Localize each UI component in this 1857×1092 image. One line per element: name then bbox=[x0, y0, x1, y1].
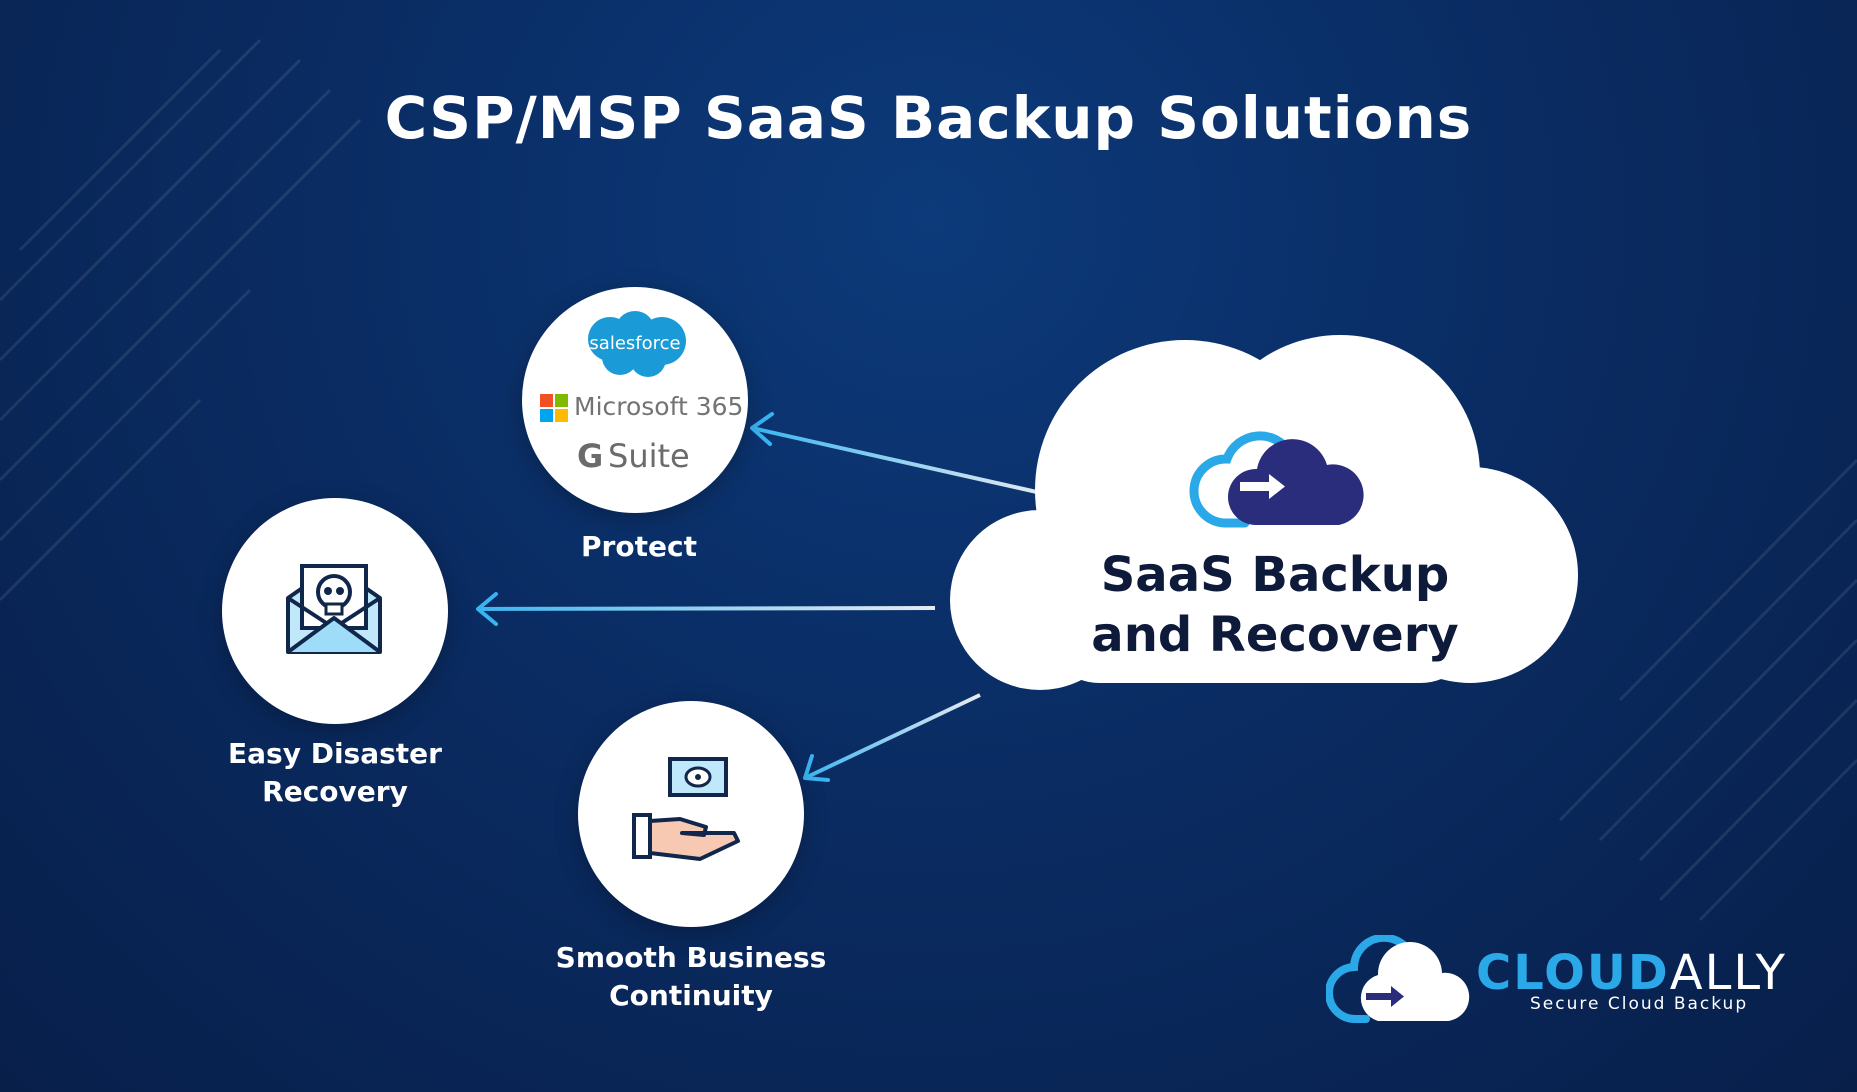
gsuite-g-icon: G bbox=[577, 437, 604, 475]
cloud-logo-icon bbox=[1326, 935, 1470, 1024]
hub-title-line1: SaaS Backup bbox=[1100, 547, 1450, 603]
hub-title-line2: and Recovery bbox=[1091, 607, 1459, 663]
page-title: CSP/MSP SaaS Backup Solutions bbox=[384, 84, 1473, 152]
brand-name-part2: ALLY bbox=[1669, 945, 1787, 1001]
microsoft-365-text: Microsoft 365 bbox=[574, 392, 744, 421]
salesforce-logo: salesforce bbox=[588, 311, 686, 377]
protect-node: salesforce Microsoft 365 G Suite bbox=[522, 287, 748, 513]
protect-label: Protect bbox=[581, 530, 697, 563]
brand-name-part1: CLOUD bbox=[1476, 945, 1670, 1001]
envelope-skull-icon bbox=[286, 564, 382, 654]
disaster-label-line2: Recovery bbox=[262, 775, 408, 808]
microsoft-icon bbox=[540, 394, 568, 422]
cloud-backup-icon bbox=[1189, 431, 1364, 528]
continuity-label-line1: Smooth Business bbox=[555, 941, 827, 974]
arrow-to-disaster bbox=[476, 592, 936, 626]
hub-title: SaaS Backup and Recovery bbox=[1060, 545, 1490, 665]
gsuite-text: Suite bbox=[608, 437, 690, 475]
disaster-label: Easy Disaster Recovery bbox=[175, 735, 495, 811]
disaster-label-line1: Easy Disaster bbox=[228, 737, 442, 770]
disaster-node bbox=[222, 498, 448, 724]
continuity-node bbox=[578, 701, 804, 927]
continuity-label: Smooth Business Continuity bbox=[531, 939, 851, 1015]
hand-money-icon bbox=[632, 757, 740, 861]
hub-cloud bbox=[950, 335, 1578, 690]
arrow-to-protect bbox=[750, 412, 1051, 497]
brand-name: CLOUDALLY bbox=[1476, 945, 1787, 1001]
brand-tagline: Secure Cloud Backup bbox=[1530, 994, 1749, 1014]
continuity-label-line2: Continuity bbox=[609, 979, 773, 1012]
salesforce-text: salesforce bbox=[589, 333, 680, 354]
arrow-to-continuity bbox=[803, 693, 981, 782]
